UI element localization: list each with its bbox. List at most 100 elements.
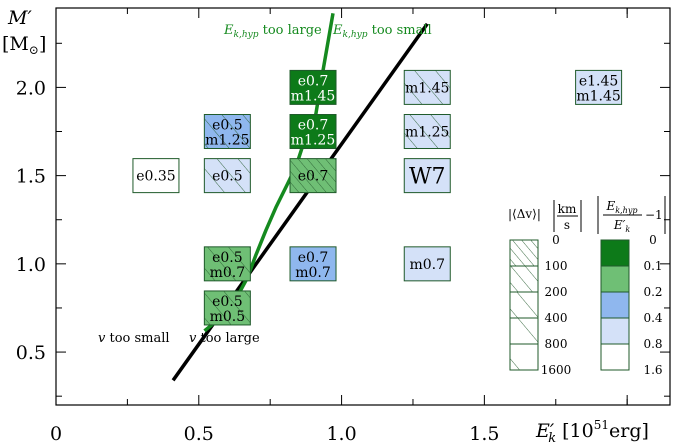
legend-dv-swatch-hatch bbox=[510, 318, 538, 344]
annotation-v-too-small: v too small bbox=[98, 331, 170, 346]
model-hatch bbox=[204, 158, 251, 193]
y-tick-label: 2.0 bbox=[16, 77, 46, 99]
y-tick-label: 0.5 bbox=[16, 342, 46, 364]
axis-labels: M′ [M⊙] E′k [1051erg] bbox=[2, 7, 649, 444]
legend-ek-level: 0.4 bbox=[643, 311, 662, 325]
model-marker: e0.35 bbox=[132, 158, 180, 194]
legend-dv-unit-den: s bbox=[564, 218, 570, 232]
model-label-line2: m0.7 bbox=[295, 265, 331, 281]
y-axis-label-line1: M′ bbox=[7, 7, 32, 29]
legend-dv-swatch-hatch bbox=[510, 344, 538, 370]
model-label: e0.35 bbox=[136, 169, 175, 185]
model-box bbox=[575, 69, 623, 105]
model-box bbox=[289, 246, 337, 282]
axis-ticks: 0 0.5 1.0 1.5 0.5 1.0 1.5 2.0 bbox=[16, 8, 670, 444]
model-box bbox=[289, 114, 337, 150]
model-label: m0.7 bbox=[409, 257, 445, 273]
legend-dv-level: 400 bbox=[545, 311, 568, 325]
model-label-line1: e0.7 bbox=[298, 73, 329, 89]
y-tick-label: 1.5 bbox=[16, 166, 46, 188]
model-label-line2: m1.25 bbox=[291, 133, 335, 149]
legend-ek-tail: −1 bbox=[645, 208, 663, 222]
legend-dv-swatch-hatch bbox=[510, 240, 538, 266]
legend-ek-level: 0.2 bbox=[643, 285, 662, 299]
legend-dv-swatch-hatch bbox=[510, 292, 538, 318]
model-marker: m0.7 bbox=[403, 246, 451, 282]
model-label-line1: e1.45 bbox=[579, 73, 618, 89]
model-box bbox=[403, 246, 451, 282]
annotation-ek-too-large: Ek,hyp too large bbox=[223, 23, 322, 40]
model-hatch bbox=[204, 246, 251, 281]
legend-ek-level: 0.1 bbox=[643, 259, 662, 273]
model-marker: e0.7m1.45 bbox=[289, 69, 337, 105]
model-marker: e0.5m1.25 bbox=[203, 114, 251, 150]
annotation-v-too-large: v too large bbox=[189, 331, 260, 346]
model-marker: m1.45 bbox=[403, 69, 451, 105]
model-box bbox=[403, 158, 451, 194]
model-hatch bbox=[204, 290, 251, 325]
model-label: e0.7 bbox=[298, 169, 329, 185]
legend-dv-level: 100 bbox=[545, 259, 568, 273]
x-tick-label: 1.5 bbox=[469, 423, 499, 444]
legend-ek-swatch bbox=[600, 239, 630, 267]
model-label-line2: m1.25 bbox=[205, 133, 249, 149]
model-label: W7 bbox=[409, 165, 446, 190]
model-label-line2: m0.7 bbox=[210, 265, 246, 281]
plot-border bbox=[55, 7, 671, 406]
legend-ek-swatch bbox=[600, 317, 630, 345]
model-hatch bbox=[404, 114, 451, 149]
model-hatch bbox=[404, 70, 451, 105]
model-marker: W7 bbox=[403, 158, 451, 194]
x-tick-label: 1.0 bbox=[326, 423, 356, 444]
model-marker: e0.5 bbox=[203, 158, 251, 194]
x-tick-label: 0.5 bbox=[184, 423, 214, 444]
model-marker: e0.5m0.7 bbox=[203, 246, 251, 282]
model-label-line2: m1.45 bbox=[291, 88, 335, 104]
model-marker: e0.7 bbox=[289, 158, 337, 194]
legend-dv-unit-num: km bbox=[558, 202, 577, 216]
legend-dv-header: |⟨Δv⟩| bbox=[508, 207, 541, 221]
model-label-line2: m1.45 bbox=[576, 88, 620, 104]
x-axis-label: E′k [1051erg] bbox=[535, 418, 649, 444]
model-label: e0.5 bbox=[212, 169, 243, 185]
model-label-line1: e0.5 bbox=[212, 118, 243, 134]
model-marker: e0.7m0.7 bbox=[289, 246, 337, 282]
model-label-line1: e0.7 bbox=[298, 118, 329, 134]
model-label-line1: e0.5 bbox=[212, 294, 243, 310]
model-marker: e0.5m0.5 bbox=[203, 290, 251, 326]
model-hatch bbox=[204, 114, 251, 149]
legend-ek-level: 0.8 bbox=[643, 337, 662, 351]
plot-frame bbox=[55, 7, 671, 406]
legend-ek-num: Ek,hyp bbox=[606, 199, 638, 215]
y-axis-label-line2: [M⊙] bbox=[2, 33, 46, 57]
model-label-line1: e0.7 bbox=[298, 250, 329, 266]
legend-ek-level: 1.6 bbox=[643, 363, 662, 377]
model-label-line2: m0.5 bbox=[210, 309, 246, 325]
annotation-ek-too-small: Ek,hyp too small bbox=[332, 23, 432, 40]
x-tick-label: 0 bbox=[50, 423, 62, 444]
model-marker: m1.25 bbox=[403, 114, 451, 150]
legend-dv-level: 200 bbox=[545, 285, 568, 299]
legend-dv-level: 1600 bbox=[541, 363, 572, 377]
model-hatch bbox=[290, 158, 337, 193]
legend-ek-swatch bbox=[600, 343, 630, 371]
annotations: Ek,hyp too large Ek,hyp too small v too sm… bbox=[98, 23, 432, 346]
y-tick-label: 1.0 bbox=[16, 254, 46, 276]
model-box bbox=[132, 158, 180, 194]
legend-ek-den: E′k bbox=[613, 218, 630, 234]
legend-ek-level: 0 bbox=[649, 233, 657, 247]
model-marker: e0.7m1.25 bbox=[289, 114, 337, 150]
model-box bbox=[289, 69, 337, 105]
legend-ek-swatch bbox=[600, 265, 630, 293]
model-label: m1.45 bbox=[405, 80, 449, 96]
model-label-line1: e0.5 bbox=[212, 250, 243, 266]
legend-dv-swatch-hatch bbox=[510, 266, 538, 292]
legend-dv-level: 0 bbox=[552, 233, 560, 247]
legend-dv-level: 800 bbox=[545, 337, 568, 351]
legend-ek-swatch bbox=[600, 291, 630, 319]
model-label: m1.25 bbox=[405, 125, 449, 141]
